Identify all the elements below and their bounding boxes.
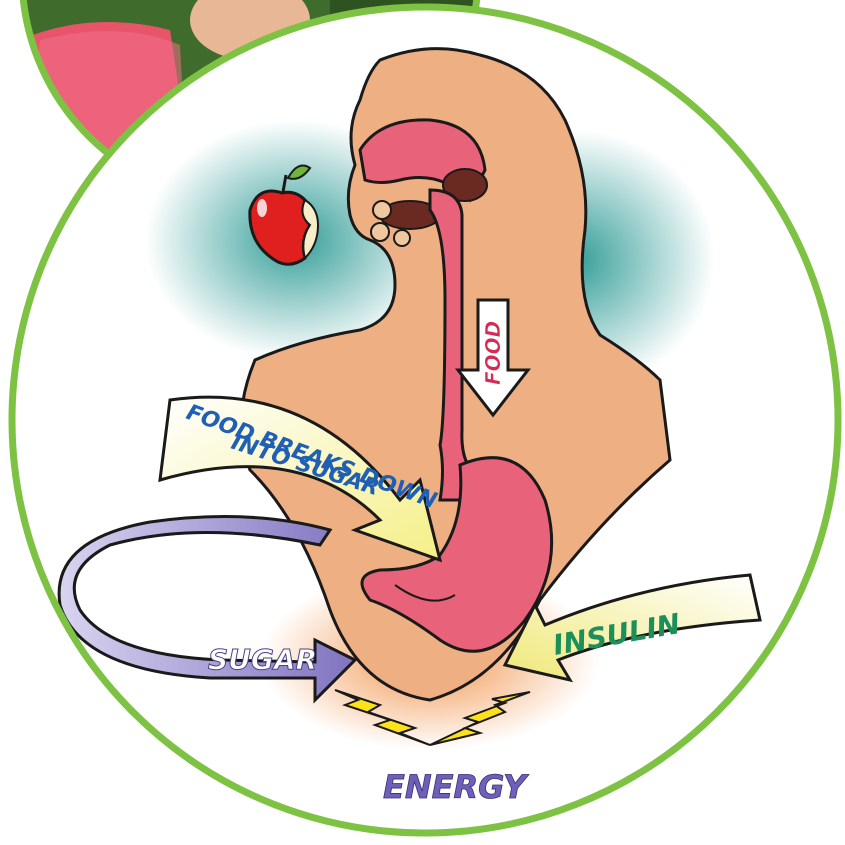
sugar-label: SUGAR (208, 643, 317, 676)
energy-label: ENERGY (383, 768, 529, 806)
food-label: FOOD (481, 321, 505, 385)
